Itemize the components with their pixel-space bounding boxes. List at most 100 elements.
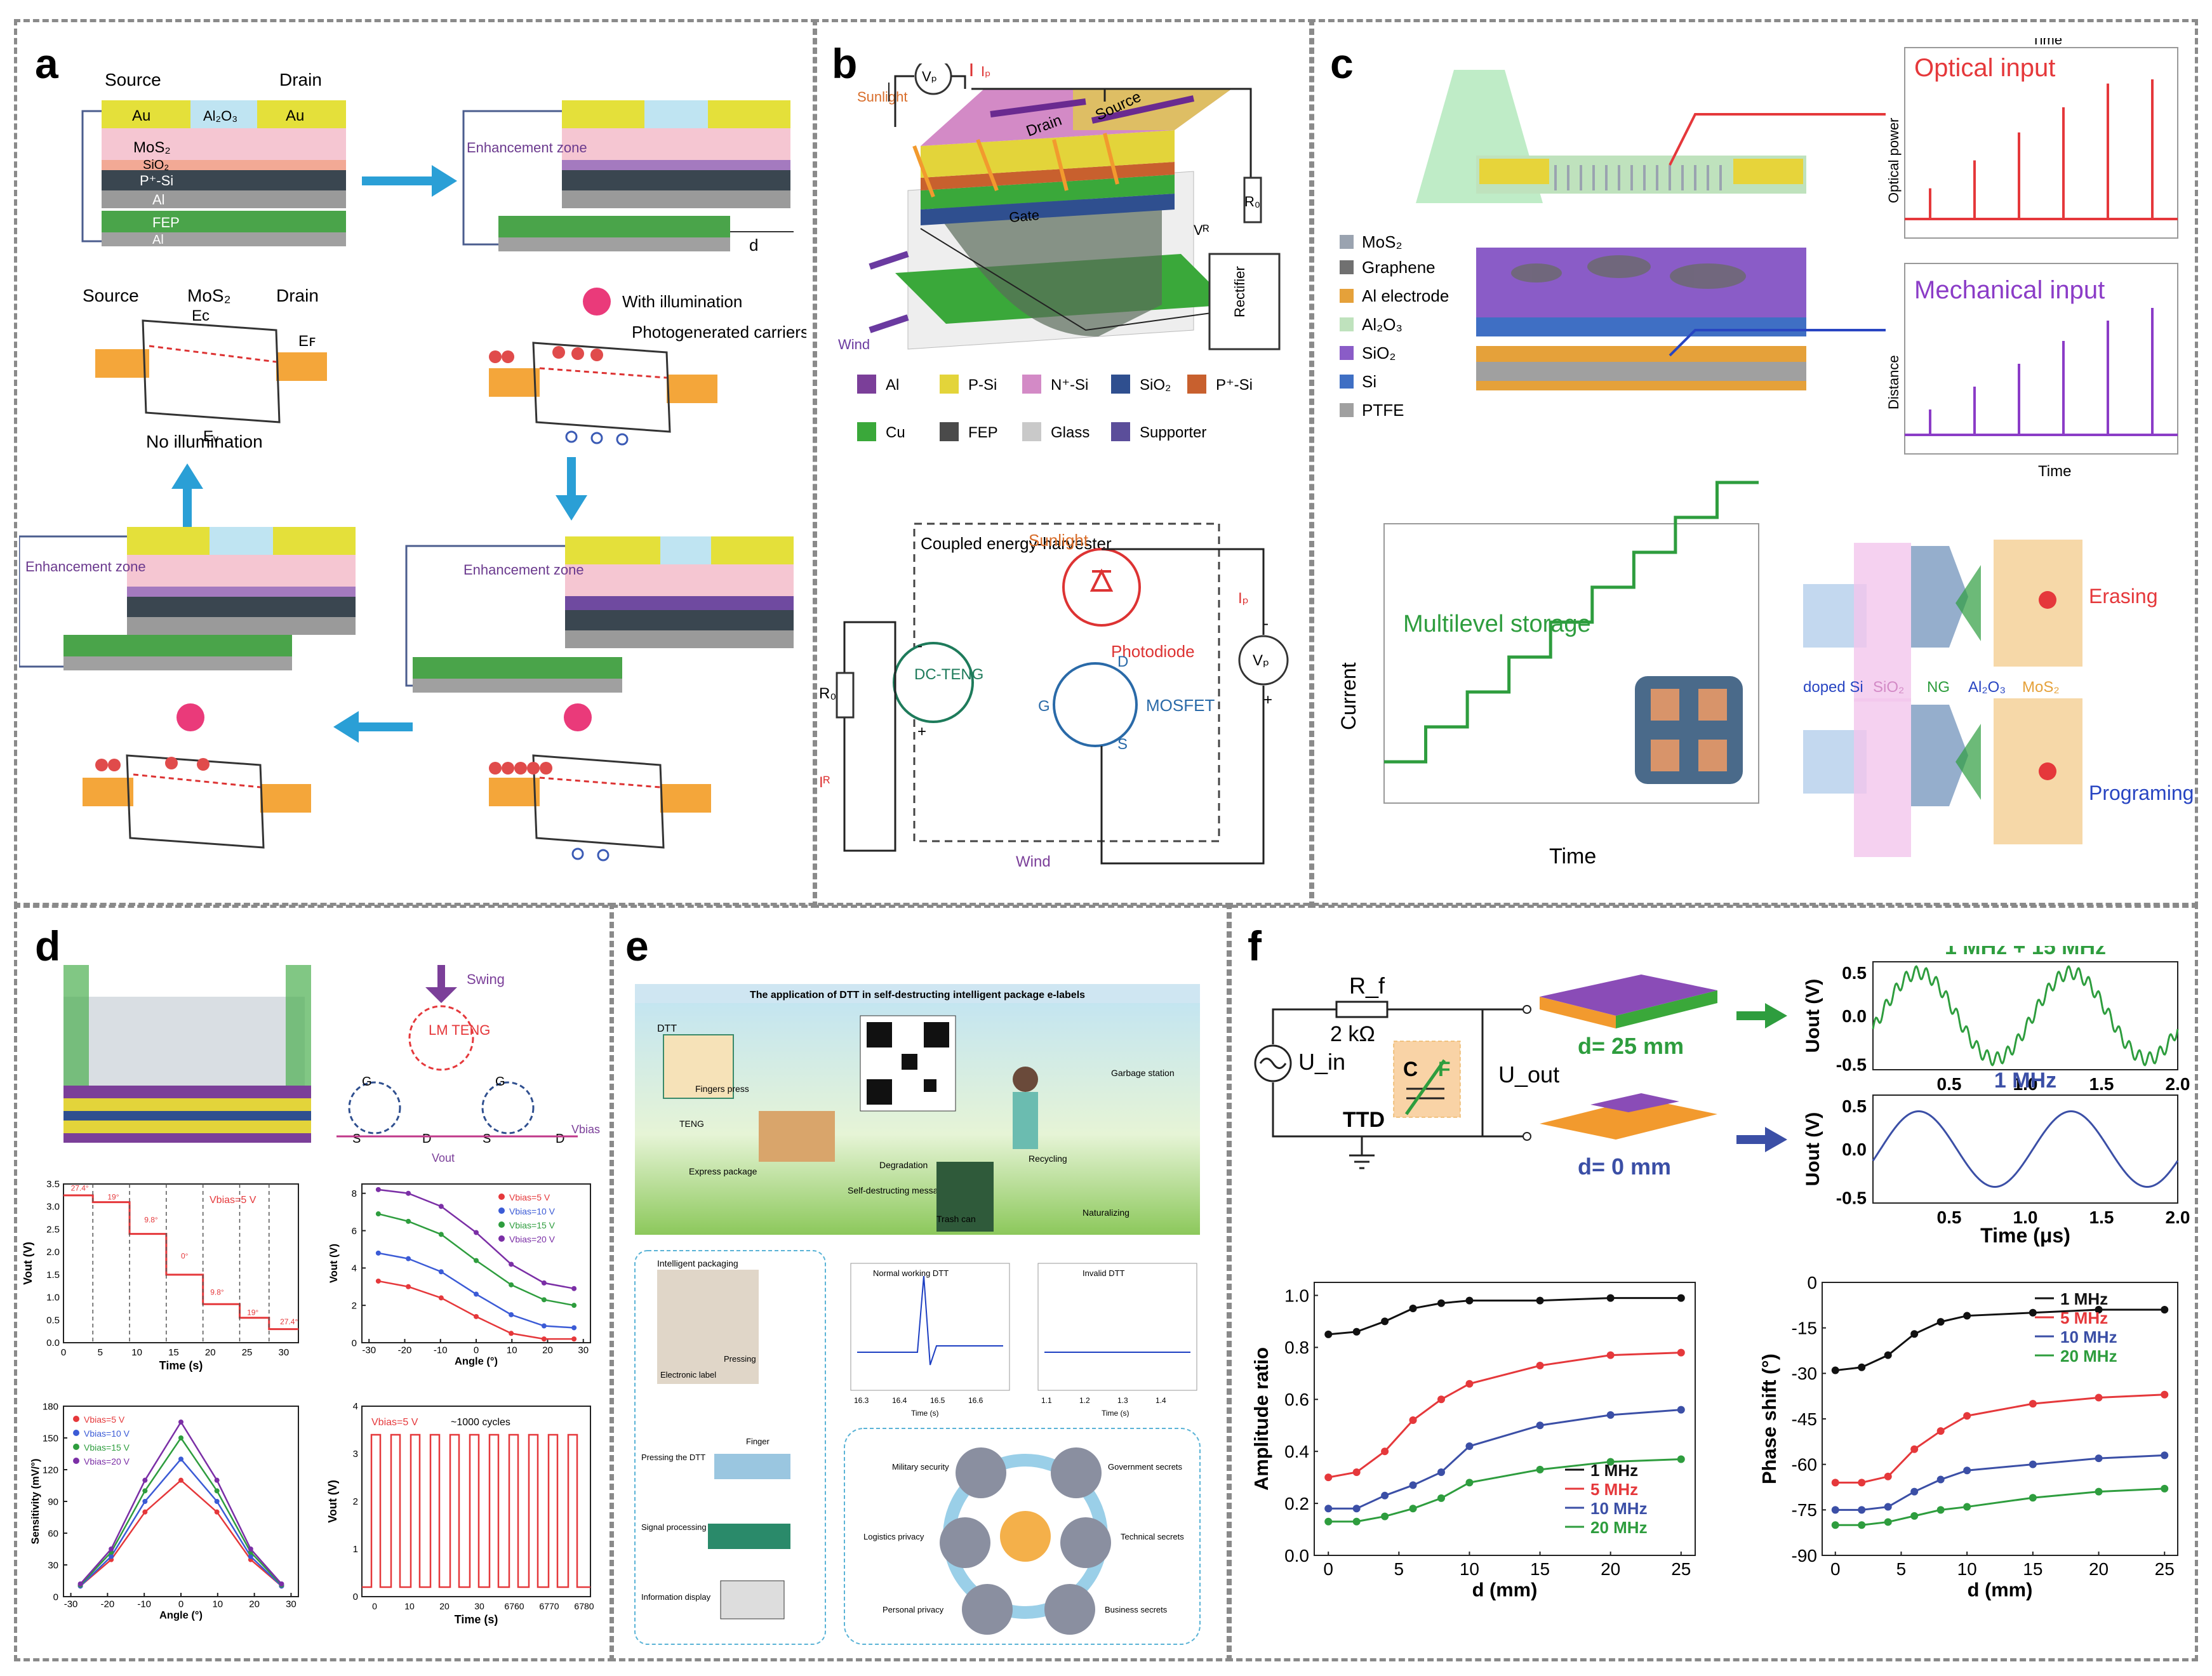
- y-axis-label: Phase shift (°): [1758, 1353, 1780, 1484]
- storage-steps: [1384, 481, 1759, 764]
- svg-text:Al: Al: [152, 233, 164, 247]
- svg-text:Military security: Military security: [892, 1462, 949, 1472]
- circuit-b: Coupled energy-harvester Sunlight Photod…: [819, 522, 1289, 870]
- svg-text:Programing: Programing: [2089, 781, 2194, 804]
- legend-label: Vbias=20 V: [509, 1234, 556, 1244]
- data-point: [1606, 1411, 1615, 1419]
- angle-annotation: 9.8°: [144, 1215, 158, 1224]
- legend-label: Vbias=15 V: [84, 1442, 130, 1453]
- svg-text:Time (s): Time (s): [911, 1409, 939, 1418]
- x-tick-label: 10: [212, 1599, 223, 1610]
- svg-text:Garbage station: Garbage station: [1111, 1068, 1175, 1078]
- y-tick-label: 90: [48, 1496, 58, 1507]
- data-point: [142, 1488, 148, 1494]
- data-point: [1936, 1427, 1945, 1435]
- data-point: [248, 1546, 253, 1552]
- optical-chart: Time Optical input Optical power: [1886, 38, 2178, 239]
- y-axis-label: Uout (V): [1802, 979, 1823, 1053]
- x-tick-label: 30: [578, 1345, 589, 1356]
- svg-text:Intelligent packaging: Intelligent packaging: [657, 1258, 738, 1268]
- band-diagram-dark: Source MoS₂ Drain Eᴄ Eꜰ Eᵥ No illuminati…: [83, 286, 327, 451]
- panel-label-b: b: [832, 40, 858, 87]
- data-point: [2161, 1390, 2169, 1399]
- angle-annotation: 19°: [107, 1193, 119, 1202]
- svg-text:R₀: R₀: [819, 685, 836, 702]
- x-tick-label: 15: [168, 1347, 179, 1358]
- data-point: [248, 1553, 253, 1559]
- plot-frame: [361, 1406, 591, 1597]
- panel-b: [813, 19, 1314, 908]
- plot-frame: [1822, 1282, 2178, 1556]
- data-point: [1910, 1445, 1919, 1453]
- y-axis-label: Amplitude ratio: [1250, 1347, 1272, 1491]
- y-tick-label: 0.0: [1842, 1140, 1867, 1159]
- data-point: [406, 1256, 411, 1261]
- x-tick-label: 0: [474, 1345, 479, 1356]
- legend-label: 10 MHz: [2060, 1327, 2117, 1347]
- svg-text:Au: Au: [286, 107, 304, 124]
- y-axis-label: Sensitivity (mV/°): [30, 1459, 41, 1545]
- data-point: [1324, 1505, 1333, 1513]
- x-tick-label: 6760: [504, 1601, 524, 1611]
- y-tick-label: 4: [353, 1401, 358, 1412]
- svg-text:S: S: [1117, 736, 1128, 753]
- data-point: [1858, 1521, 1866, 1529]
- legend-label: 1 MHz: [1590, 1461, 1638, 1480]
- svg-text:Pressing: Pressing: [724, 1354, 756, 1364]
- svg-text:Au: Au: [132, 107, 150, 124]
- data-point: [142, 1509, 148, 1515]
- svg-text:G: G: [1038, 698, 1050, 715]
- svg-text:Iₚ: Iₚ: [1238, 590, 1249, 607]
- data-point: [509, 1312, 514, 1317]
- legend-marker: [498, 1235, 505, 1242]
- svg-text:Rectifier: Rectifier: [1232, 266, 1248, 317]
- x-axis-label: Time (s): [159, 1359, 203, 1372]
- x-tick-label: 25: [1671, 1559, 1691, 1579]
- svg-text:Recycling: Recycling: [1029, 1154, 1067, 1164]
- plot-frame: [1872, 1094, 2178, 1204]
- angle-annotation: 19°: [247, 1308, 258, 1317]
- svg-text:Swing: Swing: [467, 971, 505, 987]
- y-tick-label: 2: [352, 1300, 357, 1311]
- angle-annotation: 0°: [181, 1251, 189, 1260]
- svg-text:16.4: 16.4: [892, 1396, 907, 1405]
- data-point: [474, 1258, 479, 1263]
- svg-text:FEP: FEP: [968, 424, 998, 441]
- x-tick-label: 1.0: [2013, 1074, 2038, 1094]
- y-axis-label: Uout (V): [1802, 1112, 1823, 1187]
- data-point: [279, 1581, 284, 1586]
- data-point: [178, 1435, 183, 1440]
- svg-text:Distance: Distance: [1886, 355, 1902, 409]
- data-point: [142, 1477, 148, 1483]
- svg-text:Signal processing: Signal processing: [641, 1522, 707, 1532]
- data-point: [178, 1420, 183, 1425]
- data-point: [571, 1303, 577, 1308]
- svg-text:R_f: R_f: [1349, 973, 1385, 999]
- legend-label: Vbias=10 V: [509, 1206, 556, 1216]
- y-tick-label: 0.0: [1842, 1006, 1867, 1026]
- svg-text:R₀: R₀: [1244, 194, 1260, 210]
- cycle-trace: [362, 1433, 590, 1588]
- data-point: [178, 1456, 183, 1462]
- svg-text:+: +: [917, 723, 926, 740]
- svg-text:Cu: Cu: [886, 424, 905, 441]
- device-stack-4: Enhancement zone: [405, 536, 794, 693]
- svg-text:Al: Al: [886, 376, 899, 394]
- data-point: [1963, 1466, 1971, 1475]
- legend-marker: [498, 1207, 505, 1214]
- panel-e-graphic: The application of DTT in self-destructi…: [634, 984, 1201, 1645]
- data-point: [1963, 1503, 1971, 1511]
- data-point: [1536, 1421, 1544, 1430]
- band-diagram-light: With illumination Photogenerated carrier…: [489, 288, 806, 446]
- svg-text:SiO₂: SiO₂: [1362, 343, 1396, 362]
- y-tick-label: 2.0: [46, 1247, 60, 1258]
- svg-text:DC-TENG: DC-TENG: [914, 666, 983, 683]
- angle-annotation: 27.4°: [280, 1317, 298, 1326]
- y-tick-label: 1.0: [1284, 1286, 1309, 1305]
- svg-text:D: D: [556, 1132, 564, 1146]
- panel-label-f: f: [1248, 922, 1262, 969]
- x-tick-label: 20: [205, 1347, 216, 1358]
